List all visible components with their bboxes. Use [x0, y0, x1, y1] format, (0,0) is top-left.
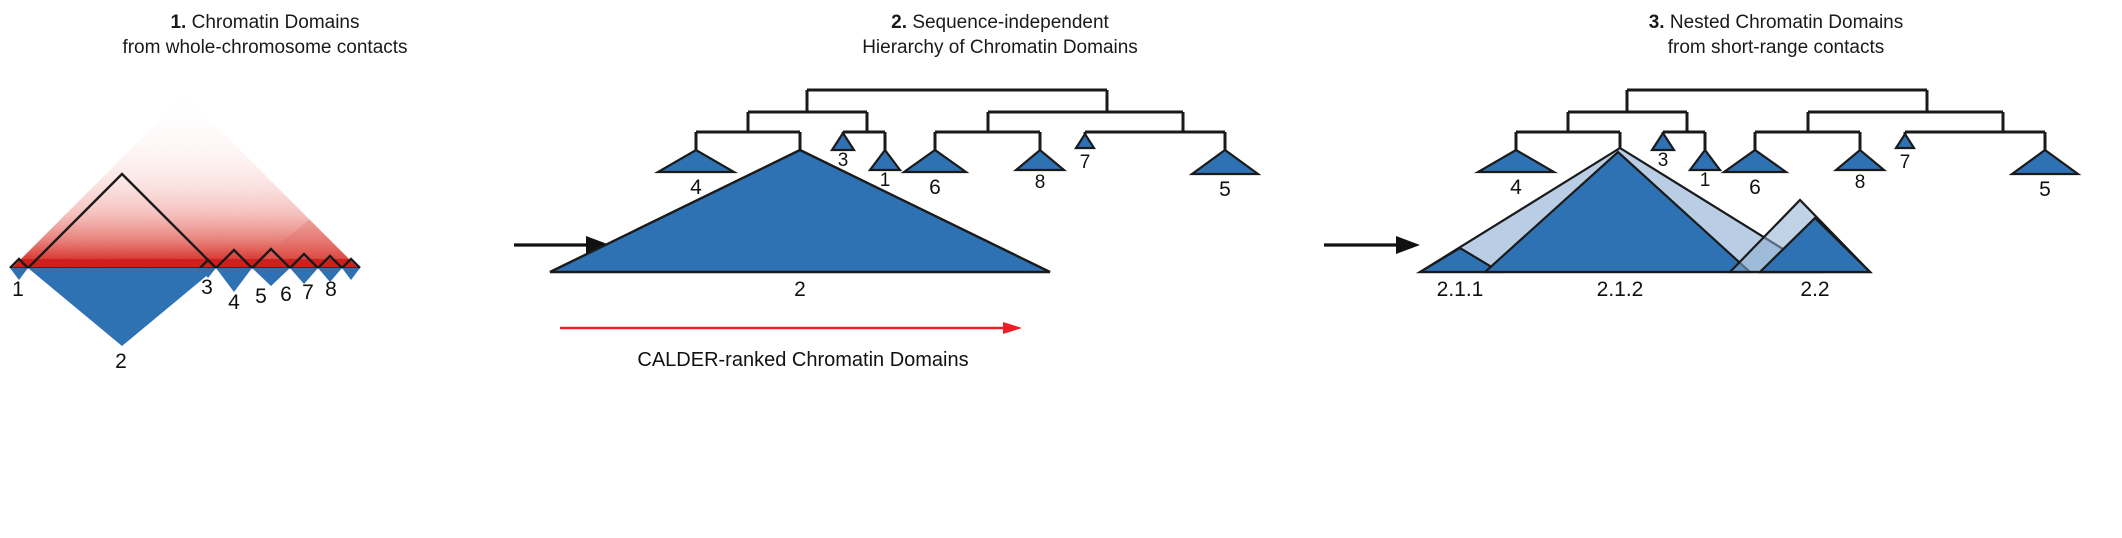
panel-2: 2. Sequence-independent Hierarchy of Chr…	[549, 0, 1390, 538]
domain-label-5: 5	[255, 285, 267, 308]
leaf-triangle-6	[900, 148, 970, 174]
leaf-triangle-4	[1473, 148, 1559, 174]
panel-3-title-line1: Nested Chromatin Domains	[1669, 12, 1904, 33]
domain-triangle-5	[252, 268, 290, 286]
leaf-label-3: 3	[837, 150, 849, 171]
dendrogram-tree	[1514, 88, 2047, 150]
leaf-triangle-6	[1720, 148, 1790, 174]
leaf-triangles	[1473, 130, 2082, 176]
arrow-panel1-to-panel2	[514, 236, 610, 254]
domain-triangle-4	[216, 268, 252, 292]
panel-2-graphic	[549, 88, 1262, 334]
leaf-triangle-1	[867, 148, 903, 172]
leaf-label-1: 1	[1699, 170, 1711, 191]
leaf-label-1: 1	[879, 170, 891, 191]
leaf-label-6: 6	[1749, 176, 1761, 199]
leaf-triangles	[653, 130, 1262, 176]
panel-1: 1. Chromatin Domains from whole-chromoso…	[0, 0, 530, 538]
domain-outlines	[9, 172, 361, 269]
nested-label-2-1-2: 2.1.2	[1596, 278, 1644, 301]
domain-triangle-3	[200, 268, 216, 278]
panel-1-graphic	[9, 95, 361, 346]
panel-3-title: 3. Nested Chromatin Domains from short-r…	[1430, 10, 2122, 60]
domain-label-4: 4	[228, 291, 240, 314]
panel-3-index: 3.	[1648, 12, 1665, 33]
nested-label-2-1-1: 2.1.1	[1436, 278, 1484, 301]
leaf-triangle-1	[1687, 148, 1723, 172]
panel-1-title-line1: Chromatin Domains	[191, 12, 360, 33]
domain-triangle-1	[10, 268, 28, 280]
panel-1-index: 1.	[170, 12, 187, 33]
leaf-triangle-5	[1188, 148, 1262, 176]
panel-1-title-line2: from whole-chromosome contacts	[122, 37, 408, 58]
calder-arrow-label: CALDER-ranked Chromatin Domains	[637, 349, 969, 371]
domain-triangle-6	[290, 268, 318, 284]
domain-triangle-8	[342, 268, 360, 280]
domain-label-8: 8	[325, 278, 337, 301]
domain-label-6: 6	[280, 283, 292, 306]
domain-label-2: 2	[115, 350, 127, 373]
leaf-triangle-4	[653, 148, 739, 174]
panel-3-graphic	[1416, 88, 2082, 274]
arrow-panel2-to-panel3	[1324, 236, 1420, 254]
leaf-label-4: 4	[1510, 176, 1522, 199]
domain-triangle-7	[318, 268, 342, 282]
leaf-label-7: 7	[1899, 152, 1911, 173]
nested-label-2-2: 2.2	[1800, 278, 1830, 301]
leaf-triangle-2	[549, 148, 1051, 274]
panel-2-title-line2: Hierarchy of Chromatin Domains	[862, 37, 1138, 58]
leaf-label-2: 2	[794, 278, 806, 301]
leaf-triangle-8	[1832, 148, 1888, 172]
panel-2-title: 2. Sequence-independent Hierarchy of Chr…	[610, 10, 1390, 60]
dendrogram-tree	[694, 88, 1227, 150]
panel-2-index: 2.	[891, 12, 908, 33]
leaf-label-8: 8	[1034, 172, 1046, 193]
leaf-label-5: 5	[1219, 178, 1231, 201]
leaf-label-7: 7	[1079, 152, 1091, 173]
leaf-triangle-8	[1012, 148, 1068, 172]
leaf-label-5: 5	[2039, 178, 2051, 201]
panel-2-title-line1: Sequence-independent	[912, 12, 1109, 33]
leaf-triangle-7	[1073, 131, 1097, 150]
leaf-triangle-3	[1649, 130, 1677, 152]
panel-3-title-line2: from short-range contacts	[1667, 37, 1885, 58]
domain-label-1: 1	[12, 278, 24, 301]
domain-triangles-blue	[10, 268, 360, 346]
leaf-triangle-7	[1893, 131, 1917, 150]
leaf-label-3: 3	[1657, 150, 1669, 171]
domain-label-3: 3	[201, 276, 213, 299]
leaf-label-6: 6	[929, 176, 941, 199]
calder-ranked-arrow	[560, 322, 1022, 334]
leaf-label-4: 4	[690, 176, 702, 199]
leaf-label-8: 8	[1854, 172, 1866, 193]
panel-3: 3. Nested Chromatin Domains from short-r…	[1416, 0, 2122, 538]
domain-triangle-2	[28, 268, 216, 346]
leaf-triangle-3	[829, 130, 857, 152]
domain-label-7: 7	[302, 281, 314, 304]
panel-1-title: 1. Chromatin Domains from whole-chromoso…	[0, 10, 530, 60]
nested-domains	[1416, 146, 1873, 274]
leaf-triangle-5	[2008, 148, 2082, 176]
